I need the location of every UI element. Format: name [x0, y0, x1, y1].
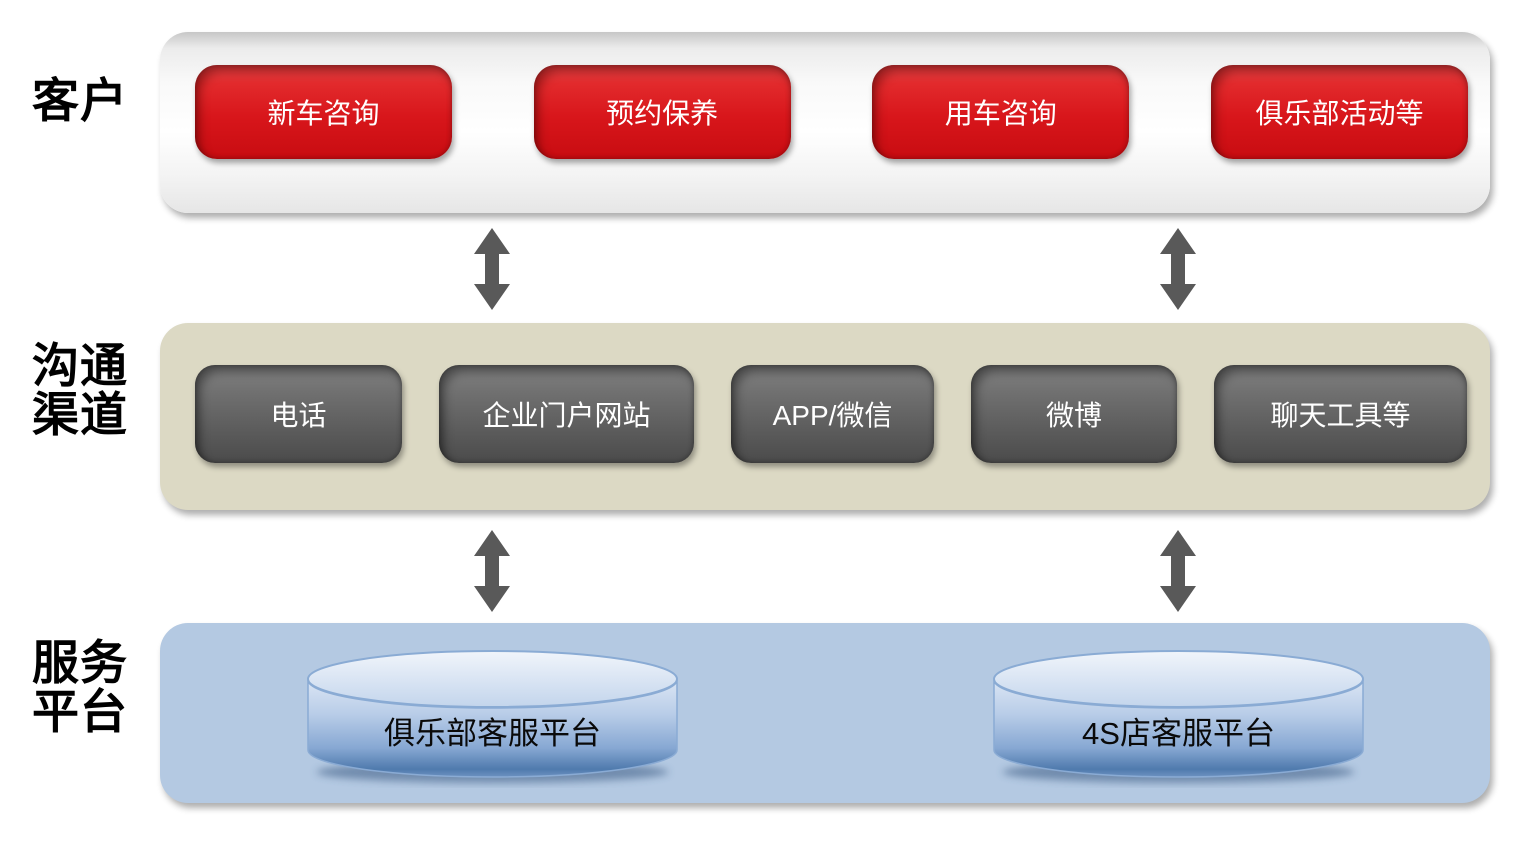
- node-chat-tools: 聊天工具等: [1214, 365, 1467, 463]
- node-portal-website: 企业门户网站: [439, 365, 694, 463]
- customers-layer-label: 客户: [0, 76, 160, 125]
- label-line: 平台: [32, 685, 128, 738]
- platforms-layer-label: 服务 平台: [0, 638, 160, 736]
- cylinder-label: 4S店客服平台: [1082, 716, 1275, 751]
- node-app-wechat: APP/微信: [731, 365, 934, 463]
- cylinder-label: 俱乐部客服平台: [384, 716, 601, 751]
- bidirectional-arrow-icon: [474, 228, 510, 310]
- bidirectional-arrow-icon: [1160, 228, 1196, 310]
- channels-band: 电话 企业门户网站 APP/微信 微博 聊天工具等: [160, 323, 1490, 510]
- node-booking-maintenance: 预约保养: [533, 65, 791, 159]
- label-line: 客户: [32, 74, 128, 127]
- node-club-activities: 俱乐部活动等: [1210, 65, 1468, 159]
- cylinder-4s-service-platform: 4S店客服平台: [991, 648, 1366, 788]
- bidirectional-arrow-icon: [474, 530, 510, 612]
- node-weibo: 微博: [971, 365, 1177, 463]
- node-new-car-consult: 新车咨询: [195, 65, 452, 159]
- bidirectional-arrow-icon: [1160, 530, 1196, 612]
- node-phone: 电话: [195, 365, 402, 463]
- customers-band: 新车咨询 预约保养 用车咨询 俱乐部活动等: [160, 32, 1490, 213]
- cylinder-club-service-platform: 俱乐部客服平台: [305, 648, 680, 788]
- cylinder-shape: [307, 650, 678, 783]
- node-car-use-consult: 用车咨询: [872, 65, 1130, 159]
- label-line: 沟通: [32, 339, 128, 392]
- channels-layer-label: 沟通 渠道: [0, 341, 160, 439]
- platforms-band: 俱乐部客服平台 4S店客服平台: [160, 623, 1490, 803]
- label-line: 服务: [32, 636, 128, 689]
- cylinder-shape: [993, 650, 1364, 783]
- label-line: 渠道: [32, 388, 128, 441]
